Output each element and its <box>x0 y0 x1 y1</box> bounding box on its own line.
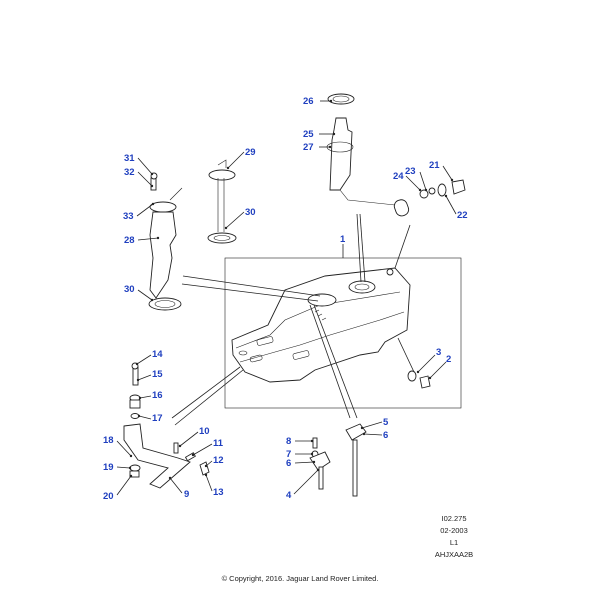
suction-filter <box>207 159 237 244</box>
callout-labels: 26 25 27 31 32 29 33 30 28 30 1 23 21 24… <box>103 96 468 502</box>
callout-9: 9 <box>184 489 189 500</box>
leader-lines <box>171 213 415 426</box>
callout-14: 14 <box>152 349 163 360</box>
callout-17: 17 <box>152 413 163 424</box>
callout-6-left: 6 <box>286 458 291 469</box>
callout-4: 4 <box>286 490 292 501</box>
callout-10: 10 <box>199 426 210 437</box>
fuel-gauge-sender <box>326 93 410 217</box>
reference-code-id: AHJXAA2B <box>434 550 474 559</box>
callout-16: 16 <box>152 390 163 401</box>
callout-21: 21 <box>429 160 440 171</box>
filler-neck-parts <box>419 179 466 199</box>
callout-25: 25 <box>303 129 314 140</box>
callout-30-filter: 30 <box>245 207 256 218</box>
callout-connectors <box>116 99 457 496</box>
callout-15: 15 <box>152 369 163 380</box>
callout-32: 32 <box>124 167 135 178</box>
callout-24: 24 <box>393 171 404 182</box>
callout-18: 18 <box>103 435 114 446</box>
callout-30-pump: 30 <box>124 284 135 295</box>
callout-31: 31 <box>124 153 135 164</box>
fuel-tank <box>231 267 411 383</box>
reference-code-level: L1 <box>449 538 459 547</box>
callout-33: 33 <box>123 211 134 222</box>
fuel-pump-assembly <box>148 172 183 311</box>
callout-6-right: 6 <box>383 430 388 441</box>
callout-19: 19 <box>103 462 114 473</box>
callout-20: 20 <box>103 491 114 502</box>
reference-code-illustration: I02.275 <box>441 514 467 523</box>
callout-12: 12 <box>213 455 224 466</box>
callout-28: 28 <box>124 235 135 246</box>
callout-22: 22 <box>457 210 468 221</box>
mounting-bracket <box>123 362 210 489</box>
callout-8: 8 <box>286 436 291 447</box>
callout-23: 23 <box>405 166 416 177</box>
drain-plug <box>407 370 431 389</box>
callout-29: 29 <box>245 147 256 158</box>
retaining-clips <box>309 423 367 497</box>
callout-11: 11 <box>213 438 224 449</box>
callout-2: 2 <box>446 354 451 365</box>
callout-13: 13 <box>213 487 224 498</box>
callout-3: 3 <box>436 347 441 358</box>
reference-code-date: 02-2003 <box>440 526 468 535</box>
copyright-notice: © Copyright, 2016. Jaguar Land Rover Lim… <box>221 574 379 583</box>
callout-7: 7 <box>286 449 291 460</box>
callout-5: 5 <box>383 417 389 428</box>
callout-27: 27 <box>303 142 314 153</box>
callout-1: 1 <box>340 234 346 245</box>
callout-26: 26 <box>303 96 314 107</box>
